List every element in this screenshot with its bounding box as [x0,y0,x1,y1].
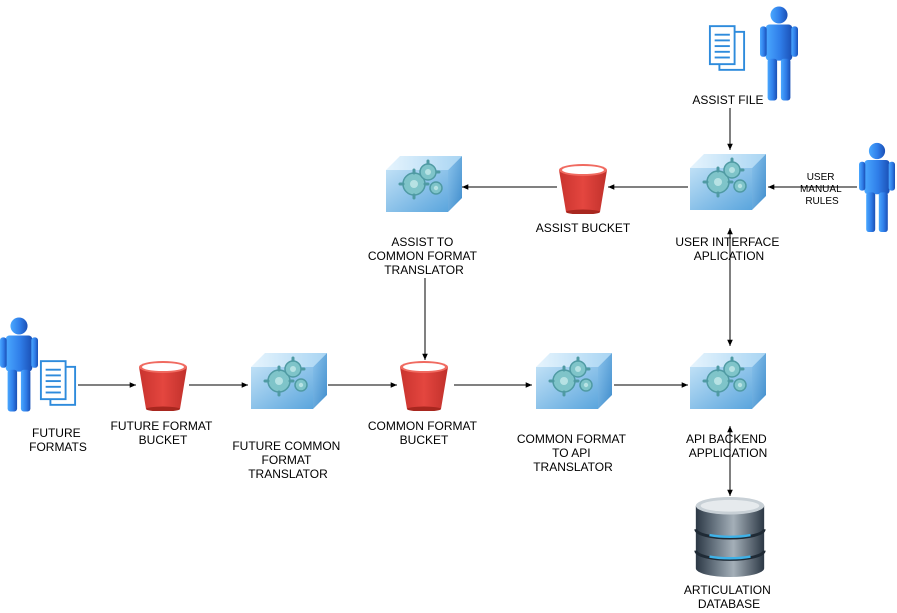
user-icon [0,317,38,412]
database-icon [694,496,766,578]
user-manual-rules-node [859,142,895,232]
database-node [694,496,766,578]
user-manual-rules-label: USER MANUAL RULES [800,172,844,207]
future-formats-label: FUTURE FORMATS [29,426,87,454]
bucket-icon [559,164,607,214]
assist-bucket-node [559,164,607,214]
document-icon [708,25,746,71]
user-interface-label: USER INTERFACE APLICATION [675,235,782,263]
assist-file-label: ASSIST FILE [692,93,763,107]
assist-translator-node [384,154,464,214]
assist-file-node [708,6,798,101]
assist-translator-label: ASSIST TO COMMON FORMAT TRANSLATOR [368,235,480,277]
assist-bucket-label: ASSIST BUCKET [536,221,631,235]
future-translator-label: FUTURE COMMON FORMAT TRANSLATOR [232,439,343,481]
component-gear-icon [384,154,464,214]
common-bucket-node [400,361,448,411]
future-formats-node [0,317,77,412]
future-bucket-label: FUTURE FORMAT BUCKET [111,419,216,447]
api-translator-label: COMMON FORMAT TO API TRANSLATOR [517,432,629,474]
connectors [78,108,857,496]
common-bucket-label: COMMON FORMAT BUCKET [368,419,480,447]
document-icon [39,360,77,406]
database-label: ARTICULATION DATABASE [684,583,774,611]
user-icon [760,6,798,101]
component-gear-icon [534,351,614,411]
bucket-icon [400,361,448,411]
api-backend-label: API BACKEND APPLICATION [686,432,770,460]
api-backend-node [688,351,768,411]
component-gear-icon [688,152,768,212]
bucket-icon [139,361,187,411]
component-gear-icon [688,351,768,411]
future-bucket-node [139,361,187,411]
user-icon [859,142,895,232]
api-translator-node [534,351,614,411]
component-gear-icon [249,351,329,411]
user-interface-node [688,152,768,212]
future-translator-node [249,351,329,411]
